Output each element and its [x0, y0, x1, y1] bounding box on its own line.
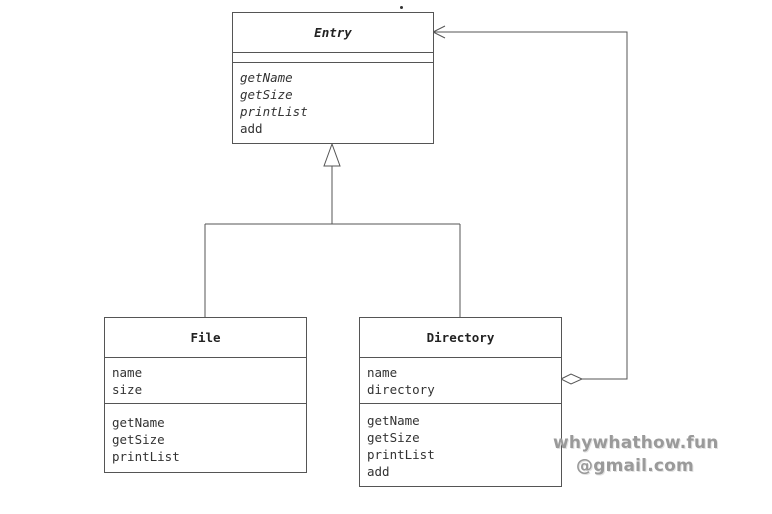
class-file-methods: getName getSize printList — [105, 404, 306, 465]
aggregation-line — [433, 31, 628, 380]
directory-field-name: name — [367, 365, 398, 380]
file-field-name: name — [112, 365, 143, 380]
directory-method-add: add — [367, 464, 390, 479]
class-directory-fields: name directory — [360, 358, 561, 404]
directory-method-printlist: printList — [367, 447, 435, 462]
class-file-fields: name size — [105, 358, 306, 404]
file-field-size: size — [112, 382, 143, 397]
entry-method-getsize: getSize — [240, 87, 293, 102]
class-directory-methods: getName getSize printList add — [360, 404, 561, 480]
entry-method-printlist: printList — [240, 104, 308, 119]
class-file-title: File — [105, 318, 306, 358]
file-method-getsize: getSize — [112, 432, 165, 447]
class-directory-title: Directory — [360, 318, 561, 358]
stray-dot — [400, 6, 403, 9]
generalization-arrowhead — [323, 142, 341, 167]
directory-method-getsize: getSize — [367, 430, 420, 445]
class-entry-methods: getName getSize printList add — [233, 63, 433, 137]
entry-method-getname: getName — [240, 70, 293, 85]
file-method-getname: getName — [112, 415, 165, 430]
directory-field-directory: directory — [367, 382, 435, 397]
file-method-printlist: printList — [112, 449, 180, 464]
watermark-line1: whywhathow.fun — [553, 433, 719, 453]
class-file: File name size getName getSize printList — [104, 317, 307, 473]
aggregation-diamond — [559, 373, 584, 385]
class-entry-title: Entry — [233, 13, 433, 53]
class-directory: Directory name directory getName getSize… — [359, 317, 562, 487]
class-entry: Entry getName getSize printList add — [232, 12, 434, 144]
directory-method-getname: getName — [367, 413, 420, 428]
watermark-line2: @gmail.com — [576, 456, 694, 476]
entry-method-add: add — [240, 121, 263, 136]
class-entry-fields — [233, 53, 433, 63]
